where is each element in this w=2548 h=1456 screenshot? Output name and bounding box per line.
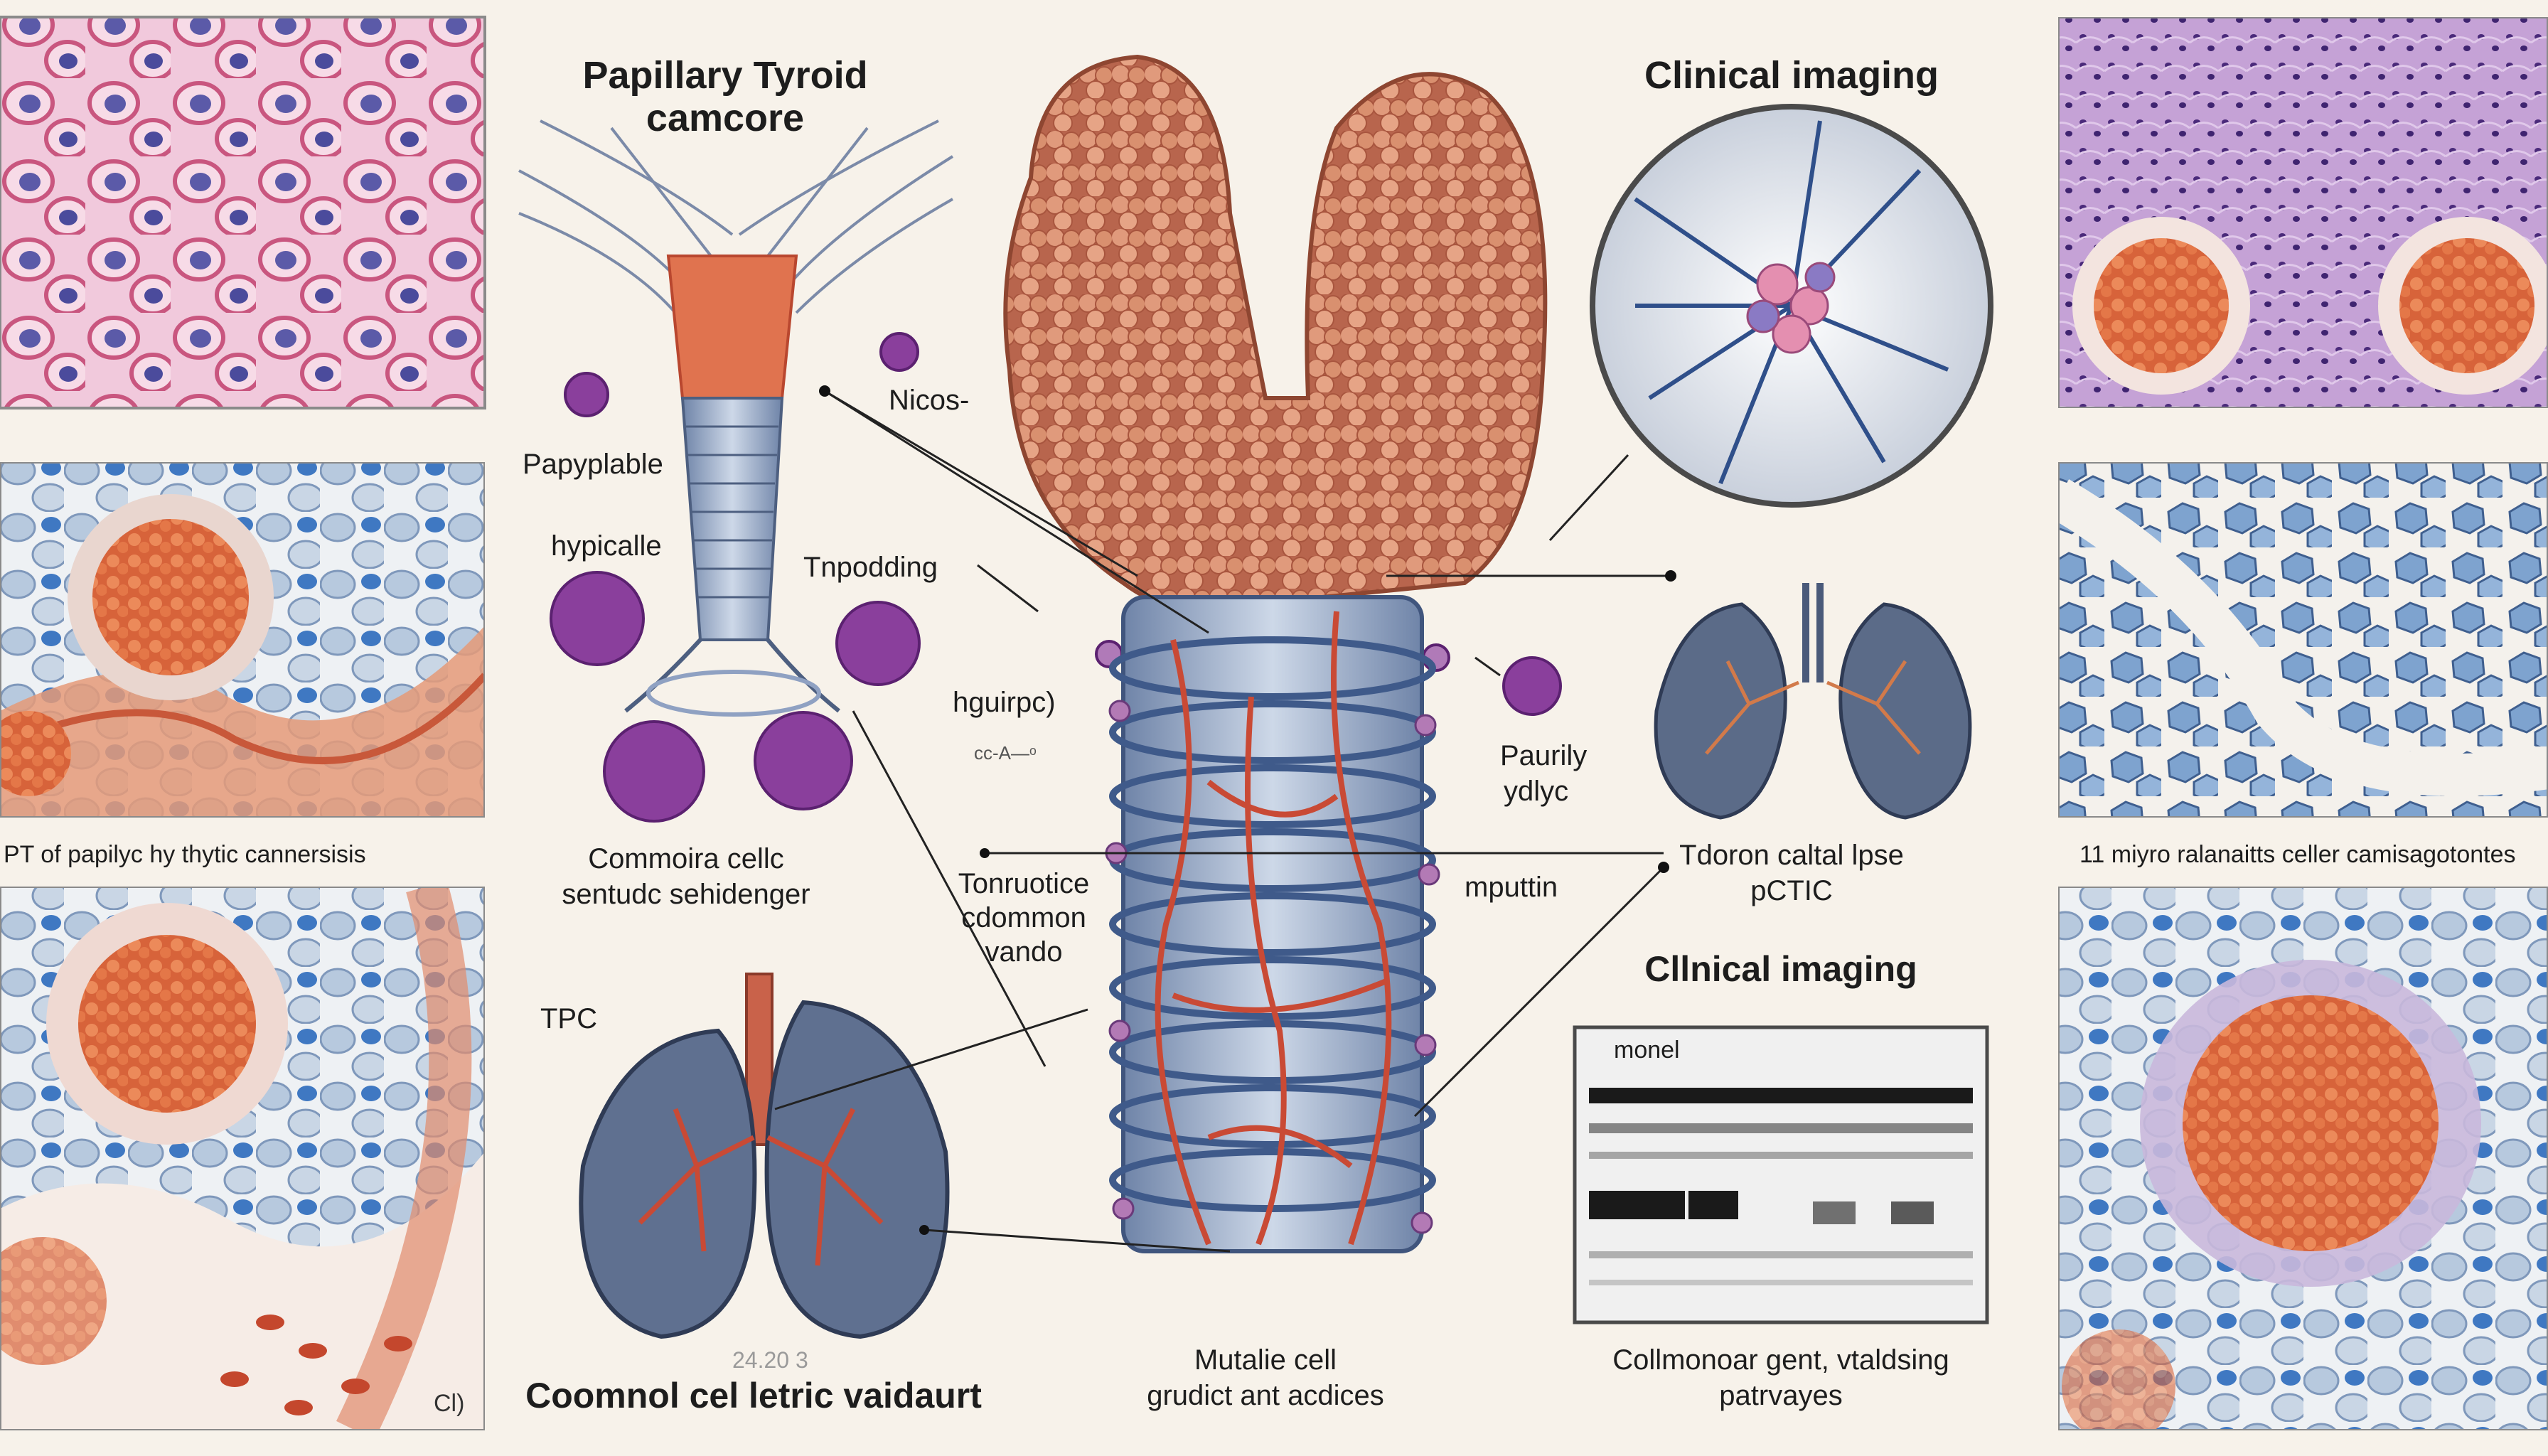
label-commoira-line-1: Commoira cellc: [588, 843, 784, 874]
label-tnpodding: Tnpodding: [803, 552, 938, 583]
histology-panel-middle-right: [2058, 462, 2548, 818]
microscope-view: [1590, 104, 1993, 508]
title-line-2: camcore: [646, 97, 805, 139]
label-collmonoar-line-1: Collmonoar gent, vtaldsing: [1612, 1344, 1949, 1376]
bottom-left-heading: Coomnol cel letric vaidaurt: [525, 1376, 982, 1415]
histology-panel-top-right: [2058, 17, 2548, 408]
gel-imaging-panel: [1573, 1025, 1989, 1324]
corner-mark: Cl): [434, 1390, 465, 1417]
leader-lines: [774, 390, 1671, 1253]
label-hypicalle: hypicalle: [551, 530, 662, 562]
label-papyplable: Papyplable: [523, 449, 663, 480]
label-paurily: Paurily: [1500, 740, 1588, 771]
title-line-1: Papillary Tyroid: [582, 54, 868, 97]
label-tonruotice-line-2: cdommon: [961, 902, 1086, 933]
caption-left-panel: PT of papilyc hy thytic cannersisis: [4, 841, 366, 868]
clinical-imaging-top-heading: Clinical imaging: [1644, 54, 1939, 97]
lungs-left: [579, 973, 950, 1339]
label-commoira-line-2: sentudc sehidenger: [562, 879, 810, 910]
label-mutalie-line-2: grudict ant acdices: [1147, 1380, 1384, 1411]
gel-panel-label: monel: [1614, 1037, 1680, 1064]
label-mutalie-line-1: Mutalie cell: [1194, 1344, 1337, 1376]
thyroid-gland: [1003, 54, 1548, 614]
label-collmonoar-line-2: patrvayes: [1719, 1380, 1843, 1411]
lungs-right: [1654, 583, 1972, 820]
label-number-code: 24.20 3: [732, 1347, 808, 1373]
clinical-imaging-bottom-heading: Cllnical imaging: [1644, 949, 1917, 989]
leader-dots: [819, 385, 1676, 1235]
histology-panel-top-left: [0, 16, 486, 410]
label-tdoron-line-2: pCTIC: [1750, 875, 1833, 906]
label-tonruotice-line-1: Tonruotice: [958, 868, 1090, 899]
histology-panel-bottom-right: [2058, 887, 2548, 1430]
label-cc-code: cc-A—ᵒ: [974, 742, 1037, 764]
label-ydlyc: ydlyc: [1504, 776, 1569, 807]
trachea: [1105, 595, 1440, 1253]
histology-panel-bottom-left: [0, 887, 485, 1430]
thyroid-cartilage-diagram: [518, 119, 954, 717]
label-hguirpe: hguirpc): [953, 687, 1056, 718]
histology-panel-middle-left: [0, 462, 485, 818]
caption-right-panel: 11 miyro ralanaitts celler camisagotonte…: [2079, 841, 2516, 868]
label-mputtin: mputtin: [1465, 872, 1558, 903]
label-tpc: TPC: [540, 1003, 597, 1034]
label-tonruotice-line-3: vando: [985, 936, 1063, 968]
label-nicos: Nicos-: [889, 385, 970, 416]
label-tdoron-line-1: Tdoron caltal lpse: [1679, 840, 1904, 871]
